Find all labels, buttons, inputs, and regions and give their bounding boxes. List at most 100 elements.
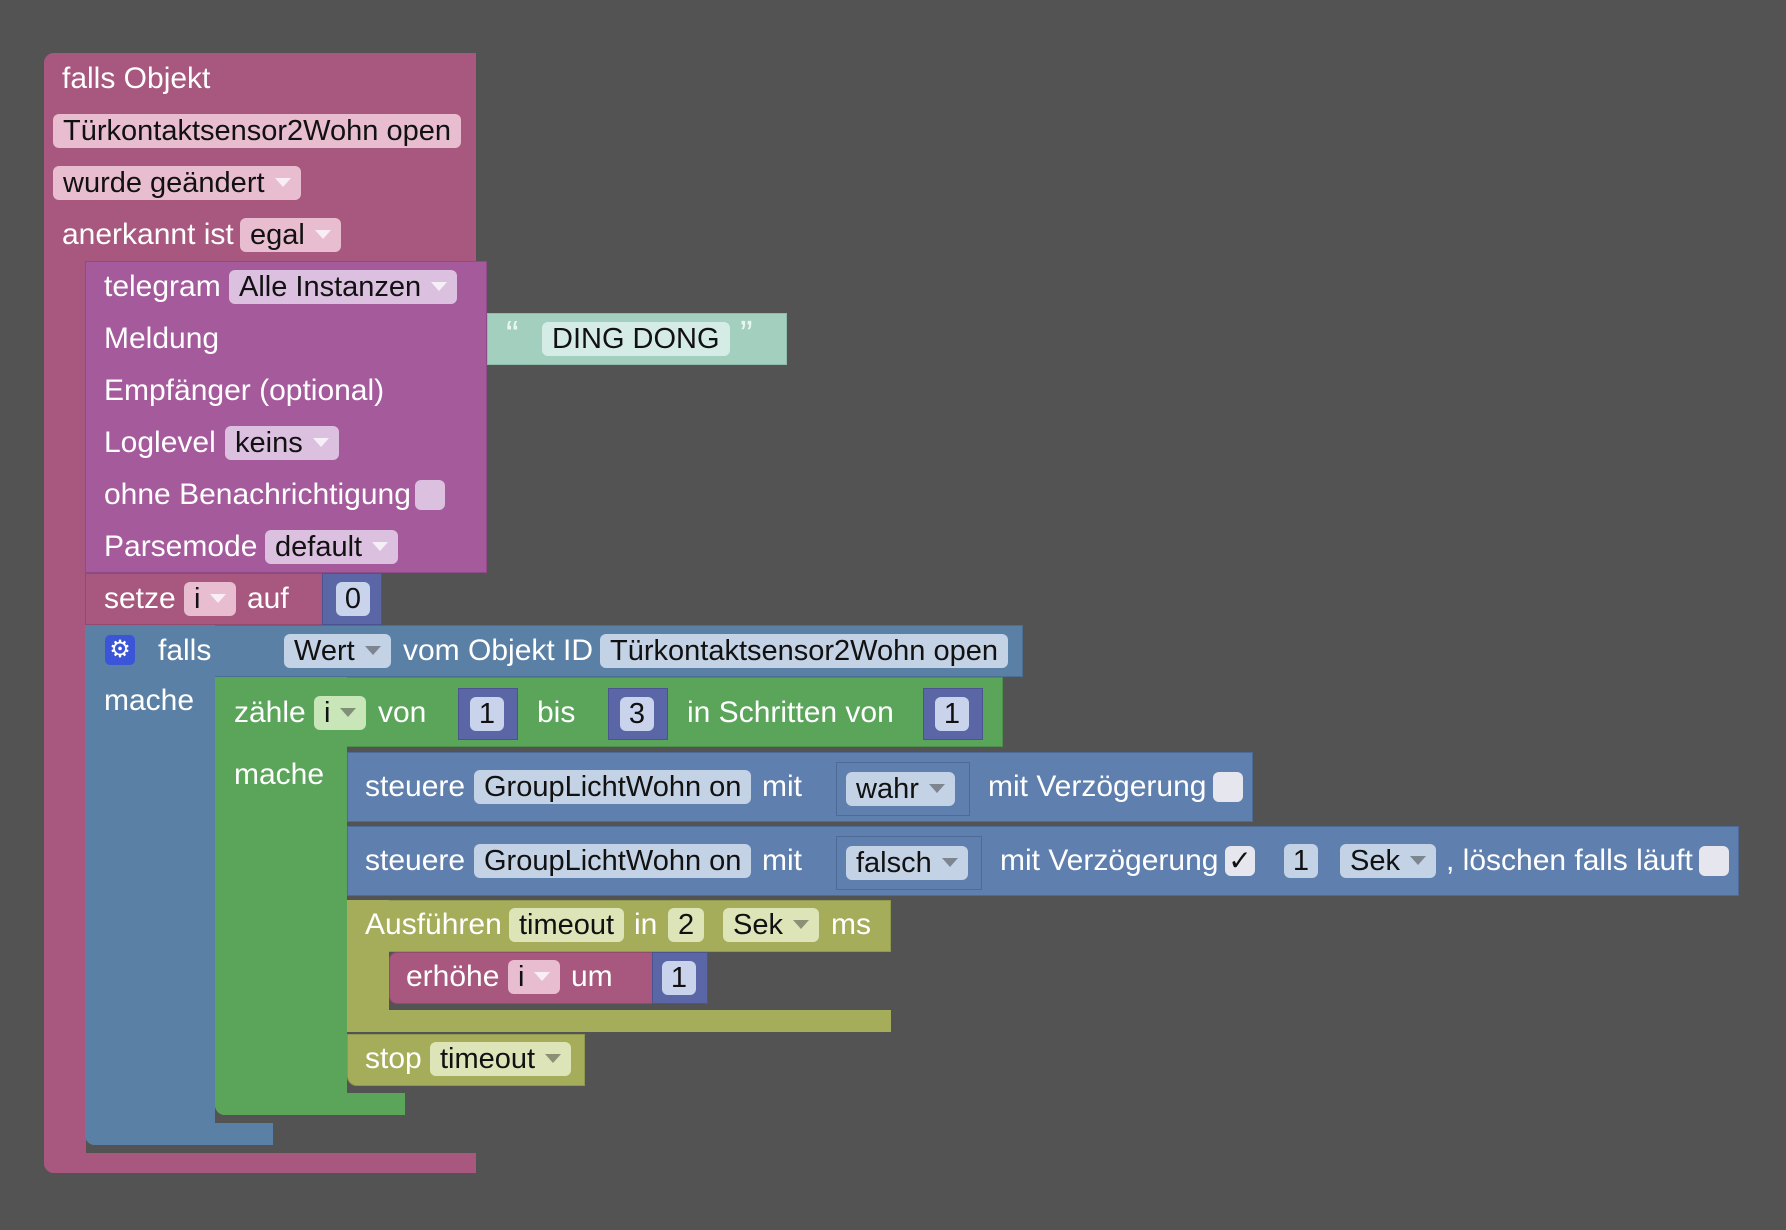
- getter-label: vom Objekt ID: [403, 634, 594, 667]
- event-ack-dropdown[interactable]: egal: [240, 218, 341, 252]
- chevron-down-icon: [314, 229, 331, 239]
- quote-open-icon: “: [506, 314, 519, 356]
- telegram-parsemode-value: default: [275, 531, 363, 563]
- control2-clear-label: , löschen falls läuft: [1446, 844, 1693, 877]
- set-to-label: auf: [247, 582, 289, 615]
- event-change-dropdown[interactable]: wurde geändert: [53, 166, 301, 200]
- event-object-field[interactable]: Türkontaktsensor2Wohn open: [53, 114, 461, 148]
- loop-step-block[interactable]: [923, 688, 983, 740]
- timeout-name-value: timeout: [519, 909, 615, 941]
- loop-block-spine: [215, 677, 347, 1115]
- loop-to-value: 3: [628, 698, 646, 730]
- timeout-name-field[interactable]: timeout: [509, 908, 625, 942]
- timeout-in-label: in: [634, 908, 658, 941]
- telegram-instance-dropdown[interactable]: Alle Instanzen: [229, 270, 458, 304]
- loop-from-label: von: [378, 696, 427, 729]
- timeout-value: 2: [678, 909, 695, 941]
- chevron-down-icon: [210, 593, 227, 603]
- control1-value: wahr: [856, 773, 919, 805]
- telegram-message-label: Meldung: [104, 322, 220, 355]
- control1-with-label: mit: [762, 770, 802, 803]
- loop-label: zähle: [234, 696, 306, 729]
- control2-delay-label: mit Verzögerung: [1000, 844, 1219, 877]
- telegram-loglevel-value: keins: [235, 427, 303, 459]
- event-block-footer: [44, 1153, 476, 1173]
- event-ack-value: egal: [250, 219, 305, 251]
- event-object-id: Türkontaktsensor2Wohn open: [63, 115, 451, 147]
- control2-with-label: mit: [762, 844, 802, 877]
- increment-value-block[interactable]: [652, 952, 708, 1004]
- chevron-down-icon: [534, 971, 551, 981]
- quote-close-icon: ”: [740, 314, 753, 356]
- getter-attr-value: Wert: [294, 635, 355, 667]
- loop-block-footer: [215, 1093, 405, 1115]
- set-var-dropdown[interactable]: i: [184, 582, 237, 616]
- timeout-unit-dropdown[interactable]: Sek: [723, 908, 819, 942]
- control2-value: falsch: [856, 847, 932, 879]
- telegram-parsemode-label: Parsemode: [104, 530, 258, 563]
- control1-object-field[interactable]: GroupLichtWohn on: [474, 770, 752, 804]
- checkmark-icon: ✓: [1228, 845, 1252, 876]
- telegram-silent-checkbox[interactable]: [415, 480, 445, 510]
- increment-value-field[interactable]: 1: [662, 961, 696, 995]
- loop-step-field[interactable]: 1: [935, 697, 969, 731]
- getter-id-field[interactable]: Türkontaktsensor2Wohn open: [600, 634, 1008, 668]
- control2-delay-value: 1: [1292, 845, 1310, 877]
- getter-attr-dropdown[interactable]: Wert: [284, 634, 391, 668]
- if-block-spine: [85, 625, 215, 1145]
- timeout-value-field[interactable]: 2: [668, 908, 705, 942]
- chevron-down-icon: [364, 645, 381, 655]
- telegram-loglevel-label: Loglevel: [104, 426, 216, 459]
- loop-to-label: bis: [537, 696, 576, 729]
- telegram-recipient-label: Empfänger (optional): [104, 374, 385, 407]
- increment-by-label: um: [571, 960, 613, 993]
- event-change-value: wurde geändert: [63, 167, 265, 199]
- control2-object-field[interactable]: GroupLichtWohn on: [474, 844, 752, 878]
- control1-value-dropdown[interactable]: wahr: [846, 772, 955, 806]
- control2-clear-checkbox[interactable]: [1699, 846, 1729, 876]
- stop-name-dropdown[interactable]: timeout: [430, 1042, 572, 1076]
- set-var-value: i: [194, 583, 201, 615]
- increment-var-dropdown[interactable]: i: [508, 960, 561, 994]
- loop-var-dropdown[interactable]: i: [314, 696, 367, 730]
- control2-delay-value-field[interactable]: 1: [1284, 844, 1318, 878]
- loop-do-label: mache: [234, 758, 325, 791]
- control2-unit-dropdown[interactable]: Sek: [1340, 844, 1436, 878]
- control2-delay-checkbox[interactable]: ✓: [1225, 846, 1255, 876]
- loop-to-field[interactable]: 3: [620, 697, 654, 731]
- telegram-parsemode-dropdown[interactable]: default: [265, 530, 399, 564]
- timeout-ms-label: ms: [831, 908, 871, 941]
- control2-value-dropdown[interactable]: falsch: [846, 846, 968, 880]
- if-do-label: mache: [104, 684, 195, 717]
- timeout-block-footer: [347, 1010, 891, 1032]
- loop-from-value: 1: [478, 698, 496, 730]
- if-block-footer: [85, 1123, 273, 1145]
- gear-icon[interactable]: ⚙: [105, 635, 135, 665]
- control1-delay-checkbox[interactable]: [1213, 772, 1243, 802]
- loop-step-value: 1: [943, 698, 961, 730]
- control2-label: steuere: [365, 844, 466, 877]
- message-text-field[interactable]: DING DONG: [542, 322, 730, 356]
- control2-unit-value: Sek: [1350, 845, 1400, 877]
- telegram-loglevel-dropdown[interactable]: keins: [225, 426, 339, 460]
- set-value: 0: [344, 583, 362, 615]
- timeout-label: Ausführen: [365, 908, 502, 941]
- control1-object-value: GroupLichtWohn on: [484, 771, 742, 803]
- event-title: falls Objekt: [62, 62, 211, 95]
- telegram-label: telegram: [104, 270, 221, 303]
- stop-label: stop: [365, 1042, 422, 1075]
- if-label: falls: [158, 634, 212, 667]
- chevron-down-icon: [340, 707, 357, 717]
- event-ack-label: anerkannt ist: [62, 218, 234, 251]
- chevron-down-icon: [792, 919, 809, 929]
- telegram-silent-label: ohne Benachrichtigung: [104, 478, 411, 511]
- getter-id-value: Türkontaktsensor2Wohn open: [610, 635, 998, 667]
- chevron-down-icon: [928, 783, 945, 793]
- loop-var-value: i: [324, 697, 331, 729]
- chevron-down-icon: [372, 541, 389, 551]
- control2-object-value: GroupLichtWohn on: [484, 845, 742, 877]
- set-value-field[interactable]: 0: [336, 582, 370, 616]
- chevron-down-icon: [431, 281, 448, 291]
- loop-from-field[interactable]: 1: [470, 697, 504, 731]
- telegram-block[interactable]: [85, 261, 487, 573]
